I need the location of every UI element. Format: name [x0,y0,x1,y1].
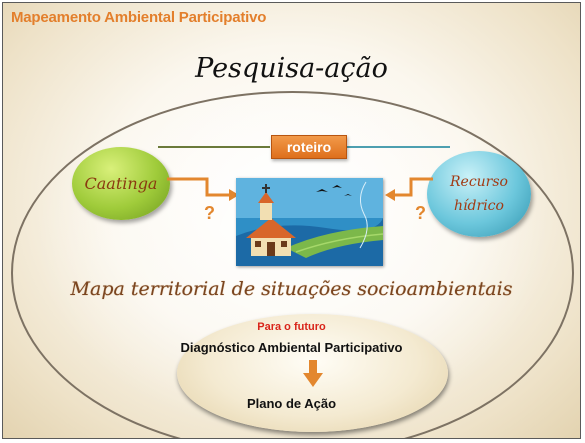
chapel-landscape-illustration [236,178,383,266]
question-mark-left: ? [204,203,215,223]
arrow-right-icon [167,177,239,201]
recurso-label-line2: hídrico [454,198,504,214]
recurso-hidrico-node: Recurso hídrico [427,151,531,237]
plan-label: Plano de Ação [246,396,337,411]
main-title: Pesquisa-ação [195,53,388,84]
future-heading: Para o futuro [257,321,326,333]
diagnosis-label: Diagnóstico Ambiental Participativo [180,340,403,355]
roteiro-box: roteiro [271,135,347,159]
connector-line-right [346,146,450,148]
caatinga-label: Caatinga [84,174,158,193]
arrow-left-icon [385,177,433,201]
arrow-down-icon [303,360,323,387]
map-label: Mapa territorial de situações socioambie… [70,278,513,300]
question-mark-right: ? [415,203,426,223]
recurso-label-line1: Recurso [450,174,508,190]
slide: Mapeamento Ambiental Participativo Pesqu… [2,2,581,439]
header-title: Mapeamento Ambiental Participativo [11,9,267,26]
caatinga-node: Caatinga [72,147,170,220]
connector-line-left [158,146,270,148]
